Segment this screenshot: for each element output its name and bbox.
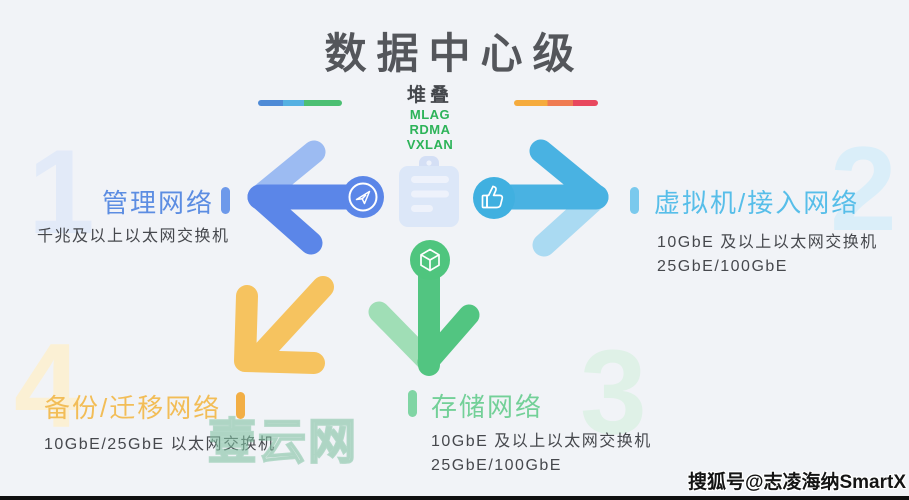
- vm-access-spec-1: 10GbE 及以上以太网交换机: [657, 234, 878, 251]
- page-title: 数据中心级: [324, 30, 585, 77]
- cube-icon: [410, 240, 450, 280]
- sohu-watermark: 搜狐号@志凌海纳SmartX: [687, 472, 906, 493]
- management-label: 管理网络: [102, 188, 215, 218]
- clipboard-icon: [399, 156, 459, 227]
- protocol-vxlan: VXLAN: [406, 137, 454, 152]
- thumbs-up-icon: [473, 177, 515, 219]
- backup-arrow: [234, 276, 334, 374]
- vm-access-accent-bar: [630, 187, 639, 214]
- bottom-edge-bar: [0, 496, 909, 500]
- protocol-mlag: MLAG: [409, 107, 451, 122]
- site-watermark: 壹云网: [207, 415, 359, 470]
- section-number-4: 4: [14, 319, 81, 453]
- stack-label: 堆叠: [406, 85, 453, 106]
- stack-block: 堆叠 MLAG RDMA VXLAN: [330, 80, 530, 152]
- storage-accent-bar: [408, 390, 417, 417]
- section-number-2: 2: [830, 122, 897, 256]
- backup-accent-bar: [236, 392, 245, 419]
- deco-bar-right: [514, 100, 598, 106]
- protocol-rdma: RDMA: [409, 122, 451, 137]
- management-spec: 千兆及以上以太网交换机: [37, 228, 230, 245]
- section-number-3: 3: [580, 325, 647, 459]
- storage-spec-1: 10GbE 及以上以太网交换机: [431, 433, 652, 450]
- section-number-1: 1: [28, 125, 95, 259]
- backup-spec: 10GbE/25GbE 以太网交换机: [44, 436, 276, 453]
- backup-label: 备份/迁移网络: [44, 393, 222, 423]
- storage-label: 存储网络: [431, 392, 544, 422]
- vm-access-label: 虚拟机/接入网络: [654, 188, 860, 218]
- deco-bar-left: [258, 100, 342, 106]
- vm-access-spec-2: 25GbE/100GbE: [657, 258, 788, 275]
- paper-plane-icon: [342, 176, 384, 218]
- storage-spec-2: 25GbE/100GbE: [431, 457, 562, 474]
- management-accent-bar: [221, 187, 230, 214]
